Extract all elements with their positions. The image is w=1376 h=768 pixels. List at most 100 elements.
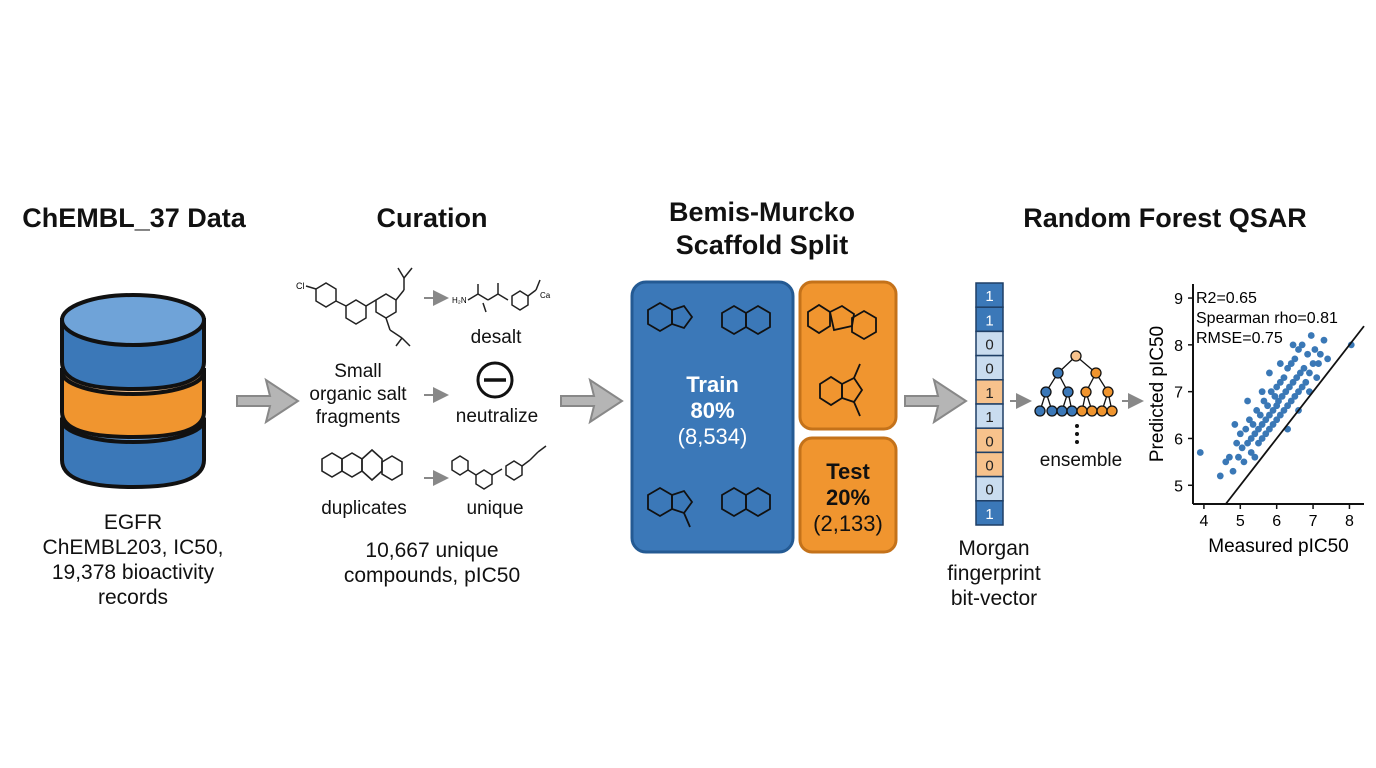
scatter-point xyxy=(1255,425,1262,433)
neutralize-label: neutralize xyxy=(455,406,539,427)
fingerprint-bit-cell xyxy=(975,500,1004,526)
scatter-point xyxy=(1306,369,1313,377)
fingerprint-bit-value: 0 xyxy=(985,433,993,450)
x-tick-label: 7 xyxy=(1309,513,1318,530)
scatter-point xyxy=(1231,421,1239,428)
flow-arrow-icon xyxy=(560,377,624,425)
scatter-point xyxy=(1253,406,1261,414)
scatter-point xyxy=(1280,406,1288,414)
scatter-point xyxy=(1249,421,1257,428)
benzimidazole-scaffold-icon xyxy=(819,363,864,417)
salt-fragments-label: Small organic salt fragments xyxy=(309,361,407,428)
split-panel-title: Bemis-Murcko Scaffold Split xyxy=(668,197,856,260)
y-tick-label: 9 xyxy=(1174,291,1183,308)
atom-label: H₂N xyxy=(452,296,467,305)
fingerprint-bit-value: 1 xyxy=(985,385,993,402)
train-label: Train 80% (8,534) xyxy=(677,372,748,449)
data-panel-title: ChEMBL_37 Data xyxy=(22,203,246,233)
scatter-point xyxy=(1276,360,1284,367)
benzothiazole-scaffold-icon xyxy=(647,301,694,333)
scatter-point xyxy=(1302,378,1310,386)
fingerprint-bit-value: 1 xyxy=(985,409,993,426)
scatter-point xyxy=(1289,341,1297,349)
metric-annotation: R2=0.65 xyxy=(1196,290,1257,307)
scatter-point xyxy=(1324,355,1332,363)
quinoline-scaffold-icon xyxy=(721,304,771,336)
test-label: Test 20% (2,133) xyxy=(813,459,883,536)
y-tick-label: 7 xyxy=(1174,385,1183,402)
scatter-point xyxy=(1273,416,1281,424)
fingerprint-caption: Morgan fingerprint bit-vector xyxy=(947,537,1041,610)
scatter-point xyxy=(1267,388,1275,396)
y-tick-label: 6 xyxy=(1174,431,1183,448)
flow-arrow-icon xyxy=(904,377,968,425)
scatter-point xyxy=(1315,360,1322,367)
scatter-point xyxy=(1287,360,1295,367)
unique-molecule-icon xyxy=(451,445,547,490)
desalted-molecule-icon xyxy=(467,279,541,313)
scatter-point xyxy=(1282,388,1290,396)
scatter-point xyxy=(1291,355,1299,363)
x-axis-label: Measured pIC50 xyxy=(1208,536,1348,557)
scatter-point xyxy=(1222,458,1230,466)
scatter-point xyxy=(1273,383,1281,391)
desalt-label: desalt xyxy=(470,327,522,348)
quinoline-scaffold-icon xyxy=(721,486,771,518)
scatter-point xyxy=(1309,360,1317,367)
fingerprint-bit-value: 0 xyxy=(985,337,993,354)
fingerprint-bit-value: 1 xyxy=(985,288,993,305)
test-box xyxy=(798,436,898,554)
benzothiazole-scaffold-icon xyxy=(647,486,694,528)
x-tick-label: 8 xyxy=(1345,513,1354,530)
scatter-point xyxy=(1280,374,1288,382)
scatter-point xyxy=(1251,453,1259,461)
x-tick-label: 6 xyxy=(1272,513,1281,530)
fingerprint-bit-cell xyxy=(975,475,1004,502)
fingerprint-bit-value: 0 xyxy=(985,458,993,475)
scatter-point xyxy=(1269,406,1277,414)
data-panel-caption: EGFR ChEMBL203, IC50, 19,378 bioactivity… xyxy=(42,511,224,609)
scatter-point xyxy=(1287,397,1295,405)
scatter-point xyxy=(1247,449,1255,456)
y-axis-label: Predicted pIC50 xyxy=(1147,326,1168,462)
fingerprint-bit-value: 0 xyxy=(985,482,993,499)
scatter-point xyxy=(1286,383,1293,391)
scatter-point xyxy=(1266,411,1273,419)
x-tick-label: 5 xyxy=(1236,513,1245,530)
duplicates-label: duplicates xyxy=(321,498,407,519)
scatter-point xyxy=(1311,346,1319,353)
scatter-point xyxy=(1284,364,1291,372)
scatter-point xyxy=(1295,388,1302,396)
scatter-point xyxy=(1295,346,1302,353)
scatter-point xyxy=(1289,378,1297,386)
scatter-point xyxy=(1276,378,1284,386)
scatter-point xyxy=(1260,397,1268,405)
fingerprint-bit-value: 1 xyxy=(985,506,993,523)
scatter-point xyxy=(1196,449,1204,456)
neutralize-minus-icon xyxy=(476,361,514,399)
scatter-point xyxy=(1216,472,1224,480)
y-tick-label: 8 xyxy=(1174,338,1183,355)
scatter-point xyxy=(1320,336,1328,344)
dibenzothiophene-scaffold-icon xyxy=(807,303,877,341)
curation-caption: 10,667 unique compounds, pIC50 xyxy=(343,539,521,587)
scatter-point xyxy=(1298,341,1306,349)
database-icon xyxy=(60,293,206,490)
scatter-point xyxy=(1262,430,1270,438)
scatter-point xyxy=(1264,402,1271,410)
scatter-point xyxy=(1251,430,1259,438)
unique-label: unique xyxy=(466,498,524,519)
fingerprint-bit-cell xyxy=(975,330,1004,357)
scatter-point xyxy=(1278,392,1286,400)
scatter-point xyxy=(1229,467,1237,475)
scatter-point xyxy=(1284,402,1291,410)
identity-line xyxy=(1225,325,1365,505)
fingerprint-bit-value: 1 xyxy=(985,312,993,329)
duplicates-molecule-icon xyxy=(321,448,403,482)
fingerprint-bit-cell xyxy=(975,306,1004,333)
scatter-point xyxy=(1291,392,1299,400)
scatter-point xyxy=(1276,411,1284,419)
scatter-point xyxy=(1266,425,1273,433)
